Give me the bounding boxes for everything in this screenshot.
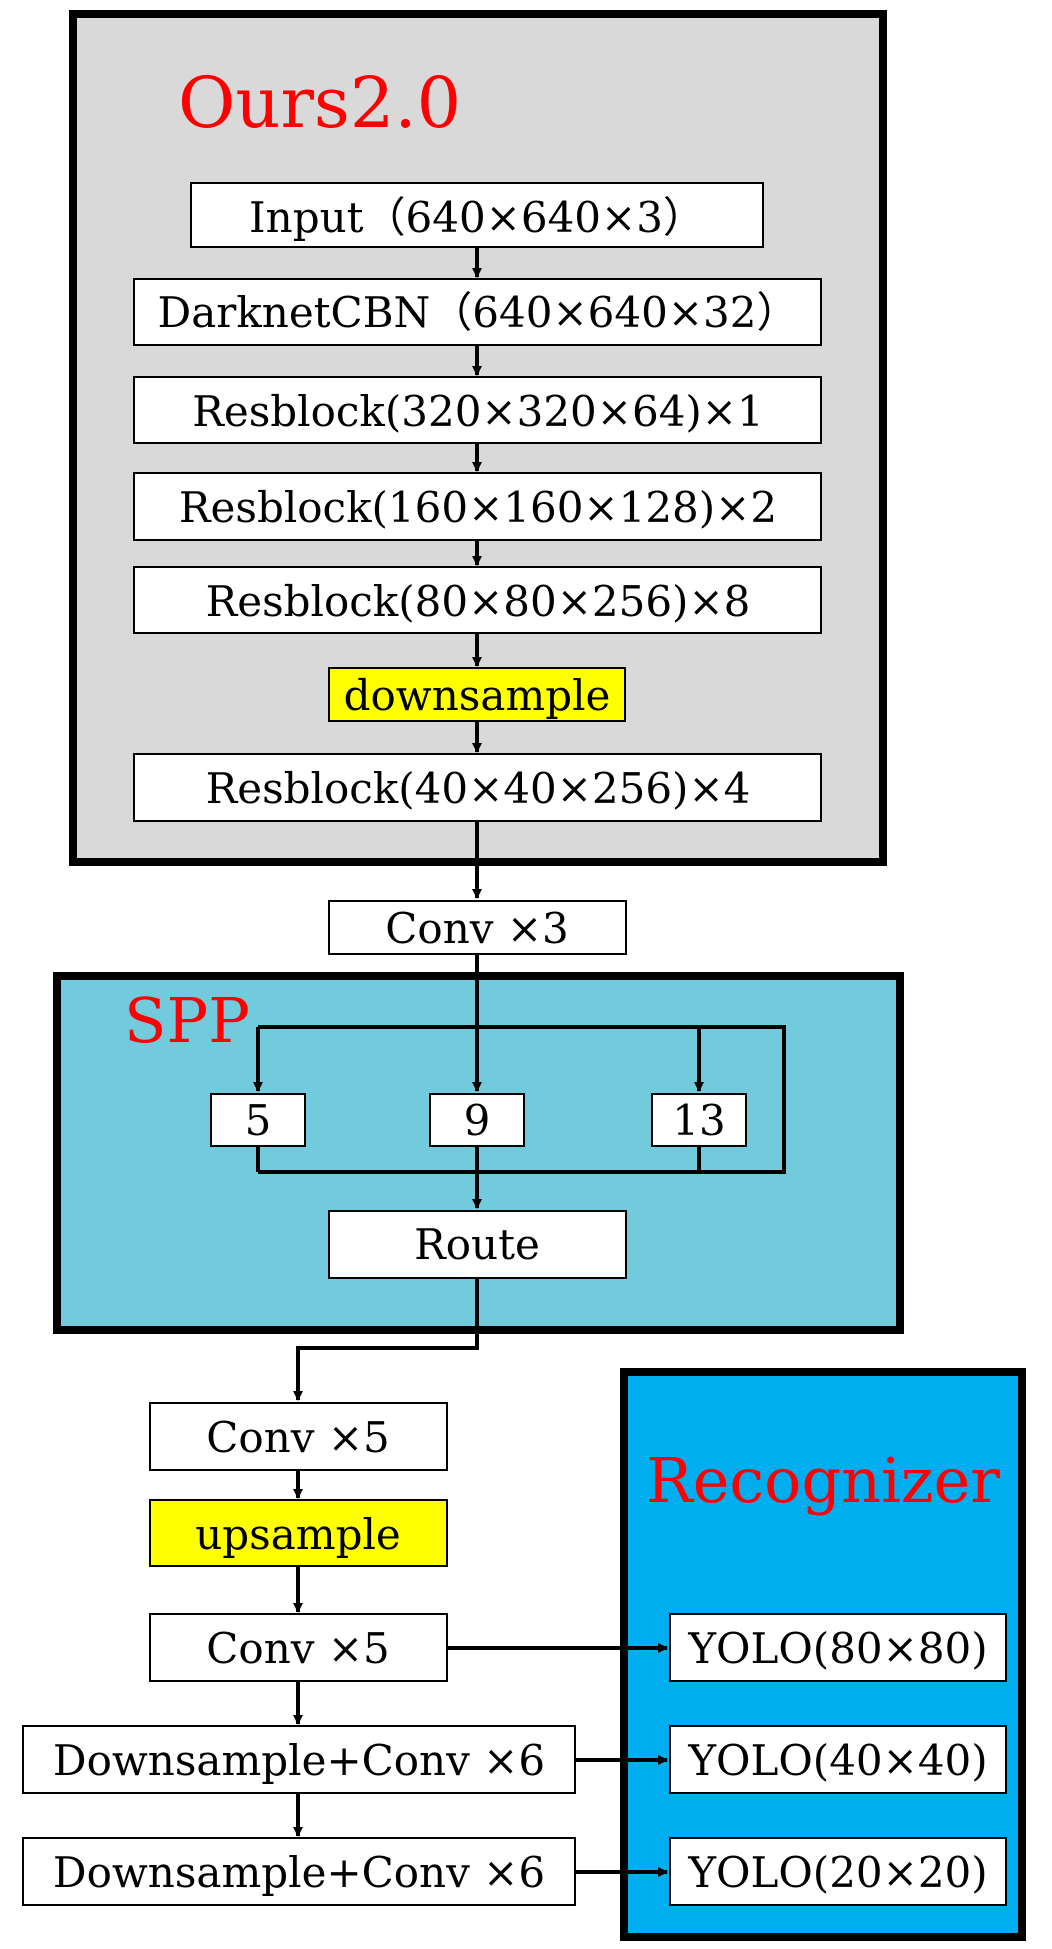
svg-text:YOLO(20×20): YOLO(20×20) — [687, 1848, 987, 1897]
svg-text:5: 5 — [245, 1096, 272, 1145]
backbone-layer-resblock-1: Resblock(320×320×64)×1 — [133, 376, 822, 444]
spp-pool-13: 13 — [651, 1093, 747, 1147]
spp-pool-5: 5 — [210, 1093, 306, 1147]
backbone-layer-darknetcbn: DarknetCBN（640×640×32） — [133, 278, 822, 346]
head-layer-upsample: upsample — [149, 1499, 448, 1567]
svg-text:Resblock(320×320×64)×1: Resblock(320×320×64)×1 — [192, 387, 763, 436]
spp-connectors — [253, 954, 786, 1209]
route-to-head-connector — [293, 1278, 479, 1401]
svg-text:YOLO(40×40): YOLO(40×40) — [687, 1736, 987, 1785]
head-layer-downsample-conv6-1: Downsample+Conv ×6 — [22, 1725, 576, 1794]
head-layer-downsample-conv6-2: Downsample+Conv ×6 — [22, 1837, 576, 1906]
svg-text:DarknetCBN（640×640×32）: DarknetCBN（640×640×32） — [158, 288, 799, 337]
spp-route-box: Route — [328, 1210, 627, 1279]
svg-text:Conv ×5: Conv ×5 — [206, 1413, 389, 1462]
svg-text:Resblock(160×160×128)×2: Resblock(160×160×128)×2 — [179, 483, 777, 532]
svg-text:9: 9 — [464, 1096, 491, 1145]
spp-pool-9: 9 — [429, 1093, 525, 1147]
svg-text:upsample: upsample — [195, 1510, 401, 1559]
recognizer-title: Recognizer — [646, 1444, 1000, 1517]
backbone-layer-resblock-3: Resblock(80×80×256)×8 — [133, 566, 822, 634]
yolo-output-20: YOLO(20×20) — [669, 1837, 1007, 1906]
head-arrows — [293, 1470, 668, 1877]
backbone-title: Ours2.0 — [178, 62, 461, 144]
svg-text:YOLO(80×80): YOLO(80×80) — [687, 1624, 987, 1673]
svg-text:Route: Route — [414, 1220, 540, 1269]
backbone-layer-downsample: downsample — [328, 667, 626, 722]
svg-text:Conv ×3: Conv ×3 — [385, 904, 568, 953]
svg-text:Resblock(40×40×256)×4: Resblock(40×40×256)×4 — [206, 764, 751, 813]
yolo-output-40: YOLO(40×40) — [669, 1725, 1007, 1794]
spp-title: SPP — [124, 984, 250, 1057]
svg-text:Input（640×640×3）: Input（640×640×3） — [249, 193, 705, 242]
backbone-layer-resblock-4: Resblock(40×40×256)×4 — [133, 753, 822, 822]
svg-text:Downsample+Conv ×6: Downsample+Conv ×6 — [53, 1736, 545, 1785]
svg-text:downsample: downsample — [344, 671, 611, 720]
svg-text:13: 13 — [672, 1096, 725, 1145]
neck-conv3-box: Conv ×3 — [328, 900, 627, 955]
head-layer-conv5-1: Conv ×5 — [149, 1402, 448, 1471]
svg-text:Conv ×5: Conv ×5 — [206, 1624, 389, 1673]
head-layer-conv5-2: Conv ×5 — [149, 1613, 448, 1682]
svg-text:Downsample+Conv ×6: Downsample+Conv ×6 — [53, 1848, 545, 1897]
yolo-output-80: YOLO(80×80) — [669, 1613, 1007, 1682]
backbone-layer-resblock-2: Resblock(160×160×128)×2 — [133, 472, 822, 541]
backbone-layer-input: Input（640×640×3） — [190, 182, 764, 248]
svg-text:Resblock(80×80×256)×8: Resblock(80×80×256)×8 — [206, 577, 751, 626]
